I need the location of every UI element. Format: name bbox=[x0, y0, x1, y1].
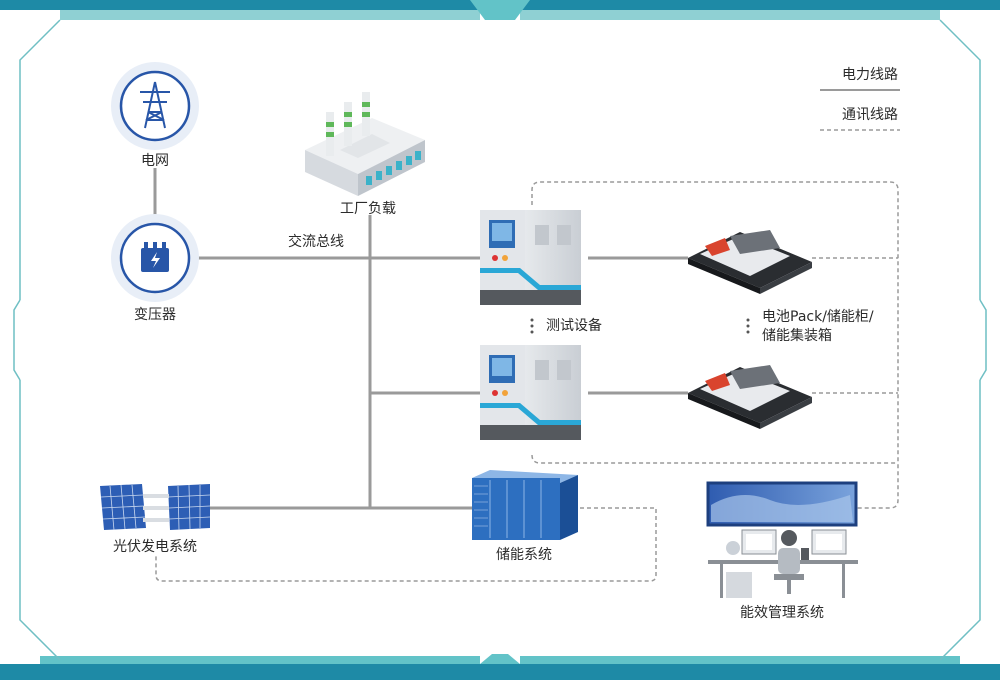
pv-system-label: 光伏发电系统 bbox=[113, 539, 197, 555]
power-lines bbox=[153, 168, 688, 510]
energy-storage-label: 储能系统 bbox=[496, 547, 552, 563]
pv-panels-icon bbox=[100, 484, 211, 531]
battery-pack-2 bbox=[688, 365, 812, 429]
storage-container-icon bbox=[472, 470, 578, 540]
battery-pack-label: 电池Pack/储能柜/ 储能集装箱 bbox=[762, 309, 874, 344]
transformer-label: 变压器 bbox=[134, 307, 176, 323]
grid-label: 电网 bbox=[141, 153, 169, 169]
ac-bus-label: 交流总线 bbox=[288, 234, 344, 250]
comm-lines bbox=[155, 181, 899, 582]
ems-label: 能效管理系统 bbox=[740, 605, 824, 621]
factory-icon bbox=[305, 92, 425, 196]
test-equipment-cabinet-2 bbox=[480, 345, 581, 440]
transformer-icon bbox=[111, 214, 199, 302]
grid-tower-icon bbox=[111, 62, 199, 150]
dot-markers bbox=[530, 318, 750, 334]
test-equipment-cabinet-1 bbox=[480, 210, 581, 305]
ems-workstation-icon bbox=[706, 481, 858, 598]
legend-comm-line-label: 通讯线路 bbox=[842, 107, 898, 123]
legend-power-line-label: 电力线路 bbox=[842, 67, 898, 83]
battery-pack-1 bbox=[688, 230, 812, 294]
factory-load-label: 工厂负载 bbox=[340, 201, 396, 217]
test-equipment-label: 测试设备 bbox=[546, 318, 602, 334]
